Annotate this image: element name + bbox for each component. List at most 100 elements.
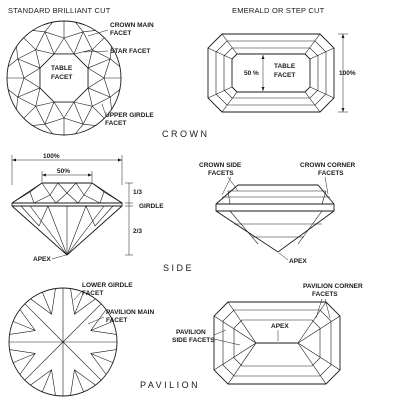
star-facet-edge — [87, 87, 93, 107]
pavilion-side-facets-leader — [213, 338, 241, 346]
pavilion-main-facet-edge — [62, 303, 102, 343]
arrowhead — [261, 87, 265, 91]
crown-main-facet-label-line1: CROWN MAIN — [110, 22, 154, 29]
upper-girdle-facet-edge — [32, 30, 45, 33]
apex-leader — [51, 254, 67, 260]
side-width-percent: 100% — [43, 153, 60, 160]
side-lower-girdle-lines — [85, 205, 114, 227]
lower-girdle-facet-edge — [74, 369, 84, 393]
section-label-pavilion: PAVILION — [140, 380, 200, 390]
arrowhead — [341, 34, 345, 38]
crown-main-facet-edge — [44, 101, 55, 125]
emerald-crown-view — [207, 33, 335, 113]
heading-brilliant-cut: STANDARD BRILLIANT CUT — [8, 6, 111, 15]
star-facet-edge — [53, 37, 65, 55]
upper-girdle-facet-edge — [16, 97, 19, 110]
upper-girdle-facet-edge — [75, 21, 84, 32]
pavilion-corner-leader — [324, 298, 331, 319]
section-label-side: SIDE — [163, 263, 194, 273]
side-pavilion-facet-line — [66, 205, 105, 256]
upper-girdle-facet-edge — [110, 58, 121, 67]
brilliant-crown-view — [6, 20, 122, 136]
lower-girdle-facet-edge — [19, 353, 36, 375]
upper-girdle-facet-edge — [44, 21, 53, 32]
upper-girdle-facet-edge — [109, 97, 112, 110]
emerald-crown-step-1 — [215, 40, 327, 106]
lower-girdle-facet-edge — [90, 330, 117, 335]
lower-girdle-facet-edge — [12, 353, 36, 363]
upper-girdle-leader — [101, 103, 106, 114]
lower-girdle-facet-edge — [9, 330, 36, 335]
lower-girdle-facet-edge — [90, 349, 117, 354]
crown-main-facet-edge — [23, 106, 36, 119]
crown-side-facets-leader — [221, 176, 232, 196]
emerald-crown-corner-line — [207, 47, 233, 60]
lower-girdle-facet-edge — [90, 353, 107, 375]
pavilion-side-facets-label-line2: SIDE FACETS — [172, 337, 215, 344]
crown-main-facet-edge — [92, 106, 105, 119]
lower-girdle-facet-edge — [70, 369, 75, 396]
star-facet-edge — [87, 67, 105, 79]
crown-corner-facets-leader — [324, 176, 329, 195]
emerald-crown-corner-line — [221, 33, 238, 55]
upper-girdle-facet-edge — [103, 58, 111, 79]
emerald-table-percent: 50 % — [244, 70, 259, 77]
emerald-crown-side-line — [321, 190, 327, 205]
crown-main-facet-edge — [73, 31, 84, 55]
emerald-pavilion-side-line — [297, 210, 323, 245]
pavilion-main-label-line2: FACET — [106, 317, 127, 324]
star-facet-edge — [63, 37, 75, 55]
upper-girdle-facet-edge — [92, 96, 111, 107]
emerald-pavilion-view — [213, 301, 341, 385]
arrowhead — [88, 173, 92, 177]
emerald-pavilion-corner-line — [297, 315, 341, 344]
upper-girdle-facet-edge — [16, 46, 19, 59]
emerald-table-label-line1: TABLE — [274, 63, 296, 70]
upper-girdle-facet-edge — [75, 124, 84, 135]
apex-label-pavilion: APEX — [271, 323, 289, 330]
lower-girdle-facet-edge — [74, 291, 84, 315]
lower-girdle-facet-edge — [70, 288, 75, 315]
lower-girdle-facet-edge — [90, 321, 114, 331]
crown-side-facets-label-line2: FACETS — [208, 170, 234, 177]
crown-main-facet-edge — [23, 37, 36, 50]
lower-girdle-facet-edge — [42, 369, 52, 393]
arrowhead — [341, 108, 345, 112]
crown-main-facet-edge — [87, 87, 111, 98]
star-facet-edge — [35, 49, 41, 69]
upper-girdle-facet-edge — [82, 31, 93, 50]
star-facet-edge — [23, 67, 41, 79]
apex-label-emerald-side: APEX — [289, 258, 307, 265]
upper-girdle-label-line2: FACET — [105, 120, 126, 127]
pavilion-main-facet-edge — [24, 341, 64, 381]
crown-side-facets-label-line1: CROWN SIDE — [199, 162, 242, 169]
emerald-table-label-line2: FACET — [274, 72, 295, 79]
star-facet-edge — [53, 101, 65, 119]
upper-girdle-facet-edge — [44, 117, 65, 125]
crown-main-facet-leader — [87, 29, 109, 37]
emerald-pavilion-corner-line — [227, 301, 257, 344]
emerald-pavilion-corner-line — [227, 342, 257, 385]
lower-girdle-facet-edge — [19, 309, 36, 331]
upper-girdle-facet-edge — [83, 30, 96, 33]
crown-main-facet-edge — [87, 58, 111, 69]
upper-girdle-facet-edge — [17, 58, 25, 79]
pavilion-corner-facets-label-line1: PAVILION CORNER — [303, 283, 363, 290]
upper-girdle-facet-edge — [110, 89, 121, 98]
lower-girdle-facet-edge — [30, 298, 52, 315]
upper-girdle-facet-edge — [32, 123, 45, 126]
crown-main-facet-edge — [73, 101, 84, 125]
side-pavilion-facet-line — [29, 205, 68, 256]
upper-girdle-facet-edge — [7, 89, 18, 98]
upper-girdle-facet-edge — [63, 31, 84, 39]
lower-girdle-facet-edge — [51, 369, 56, 396]
side-lower-girdle-lines — [20, 205, 49, 227]
lower-girdle-facet-edge — [74, 369, 96, 386]
arrowhead — [261, 55, 265, 59]
pavilion-main-facet-edge — [24, 303, 64, 343]
lower-girdle-facet-edge — [42, 291, 52, 315]
pavilion-main-label-line1: PAVILION MAIN — [106, 309, 154, 316]
pavilion-ratio-label: 2/3 — [133, 228, 142, 235]
upper-girdle-facet-edge — [35, 106, 46, 125]
